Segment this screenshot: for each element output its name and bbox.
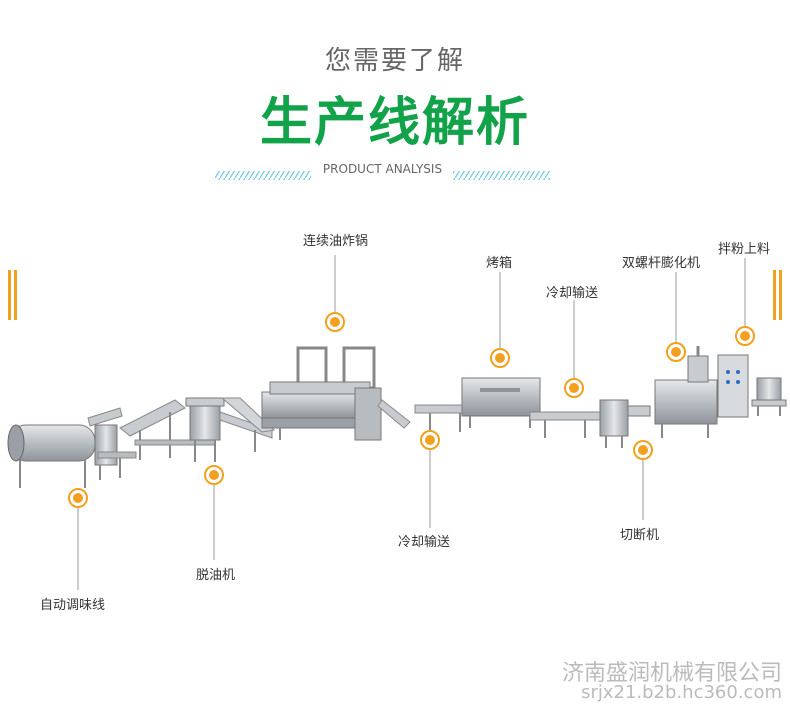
english-subtitle: PRODUCT ANALYSIS xyxy=(322,162,443,176)
right-accent-bar xyxy=(779,270,782,320)
marker-mixer-icon xyxy=(735,326,755,346)
section-subtitle: 您需要了解 xyxy=(324,46,465,76)
label-mixer-feeder: 拌粉上料 xyxy=(718,242,771,257)
oven-machine xyxy=(461,377,541,428)
label-twin-screw-extruder: 双螺杆膨化机 xyxy=(622,256,701,271)
marker-oven-icon xyxy=(490,348,510,368)
powder-mixer-machine xyxy=(751,377,787,416)
marker-fryer-icon xyxy=(325,312,345,332)
watermark-company: 济南盛润机械有限公司 xyxy=(561,661,782,686)
label-cooling-conveyor-2: 冷却输送 xyxy=(546,286,599,301)
deoiler-machine xyxy=(185,397,276,462)
marker-deoiler-icon xyxy=(204,465,224,485)
marker-cutter-icon xyxy=(633,440,653,460)
label-deoiler: 脱油机 xyxy=(196,568,236,583)
label-oven: 烤箱 xyxy=(486,256,513,271)
marker-cool1-icon xyxy=(420,430,440,450)
english-banner: PRODUCT ANALYSIS xyxy=(215,162,550,182)
cutter-machine xyxy=(599,399,651,448)
marker-extruder-icon xyxy=(666,342,686,362)
left-accent-bar xyxy=(8,270,11,320)
continuous-fryer-machine xyxy=(261,346,411,441)
marker-icons xyxy=(68,312,755,508)
left-accent-bar-2 xyxy=(14,270,17,320)
marker-cool2-icon xyxy=(564,378,584,398)
label-seasoning-line: 自动调味线 xyxy=(40,598,106,613)
right-accent-bar-2 xyxy=(773,270,776,320)
seasoning-line-machine xyxy=(7,407,137,488)
hatch-line-decoration xyxy=(215,162,550,181)
label-continuous-fryer: 连续油炸锅 xyxy=(303,234,369,249)
marker-seasoning-icon xyxy=(68,488,88,508)
label-cooling-conveyor-1: 冷却输送 xyxy=(398,535,451,550)
label-cutter: 切断机 xyxy=(620,528,660,543)
cooling-conveyor-2 xyxy=(529,411,601,438)
watermark-site: srjx21.b2b.hc360.com xyxy=(581,682,782,703)
section-title: 生产线解析 xyxy=(259,93,530,153)
twin-screw-extruder-machine xyxy=(654,346,749,438)
leader-lines xyxy=(77,255,746,590)
